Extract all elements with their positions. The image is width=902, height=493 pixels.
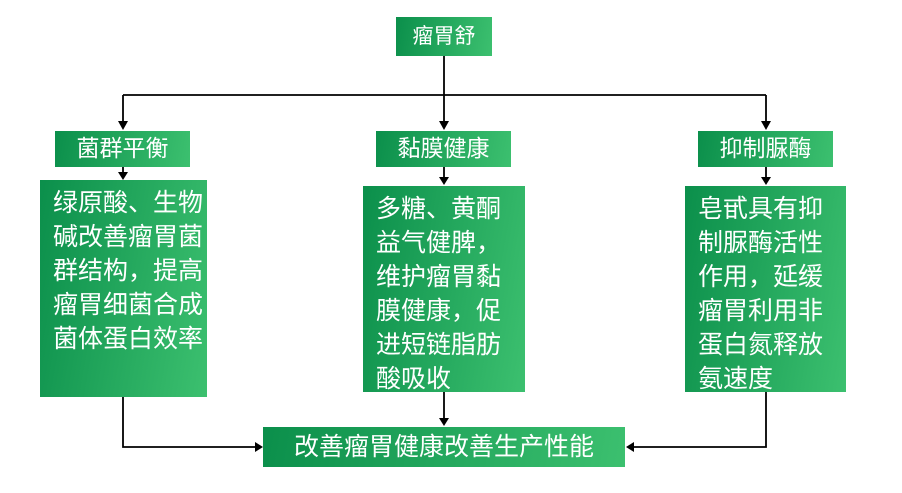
arrowhead-drop-left [118,121,128,130]
title-node: 瘤胃舒 [396,17,492,56]
branch-header-label: 黏膜健康 [397,135,490,162]
title-label: 瘤胃舒 [412,24,476,48]
branch-header-mucosa-health: 黏膜健康 [376,131,511,167]
arrowhead-header-body-right [761,177,771,185]
connector-left-to-conclusion [122,397,255,448]
connector-right-to-conclusion [634,392,767,448]
arrowhead-left-to-conclusion [255,442,263,452]
arrowhead-right-to-conclusion [626,442,634,452]
branch-body-urease-inhibition: 皂甙具有抑制脲酶活性作用，延缓瘤胃利用非蛋白氮释放氨速度 [685,186,846,393]
branch-body-text: 多糖、黄酮益气健脾，维护瘤胃黏膜健康，促进短链脂肪酸吸收 [376,195,502,393]
arrowhead-header-body-left [118,172,128,180]
branch-body-text: 绿原酸、生物碱改善瘤胃菌群结构，提高瘤胃细菌合成菌体蛋白效率 [53,189,204,353]
branch-body-microflora-balance: 绿原酸、生物碱改善瘤胃菌群结构，提高瘤胃细菌合成菌体蛋白效率 [40,180,207,397]
branch-header-microflora-balance: 菌群平衡 [55,131,190,167]
arrowhead-drop-right [761,121,771,130]
conclusion-label: 改善瘤胃健康改善生产性能 [293,433,594,461]
conclusion-node: 改善瘤胃健康改善生产性能 [263,427,625,467]
arrowhead-center-to-conclusion [439,418,449,426]
branch-header-label: 抑制脲酶 [719,135,812,162]
branch-header-label: 菌群平衡 [76,135,169,162]
branch-body-mucosa-health: 多糖、黄酮益气健脾，维护瘤胃黏膜健康，促进短链脂肪酸吸收 [363,186,525,393]
branch-header-urease-inhibition: 抑制脲酶 [698,131,833,167]
arrowhead-header-body-center [439,177,449,185]
branch-body-text: 皂甙具有抑制脲酶活性作用，延缓瘤胃利用非蛋白氮释放氨速度 [698,195,824,393]
arrowhead-drop-center [439,121,449,130]
